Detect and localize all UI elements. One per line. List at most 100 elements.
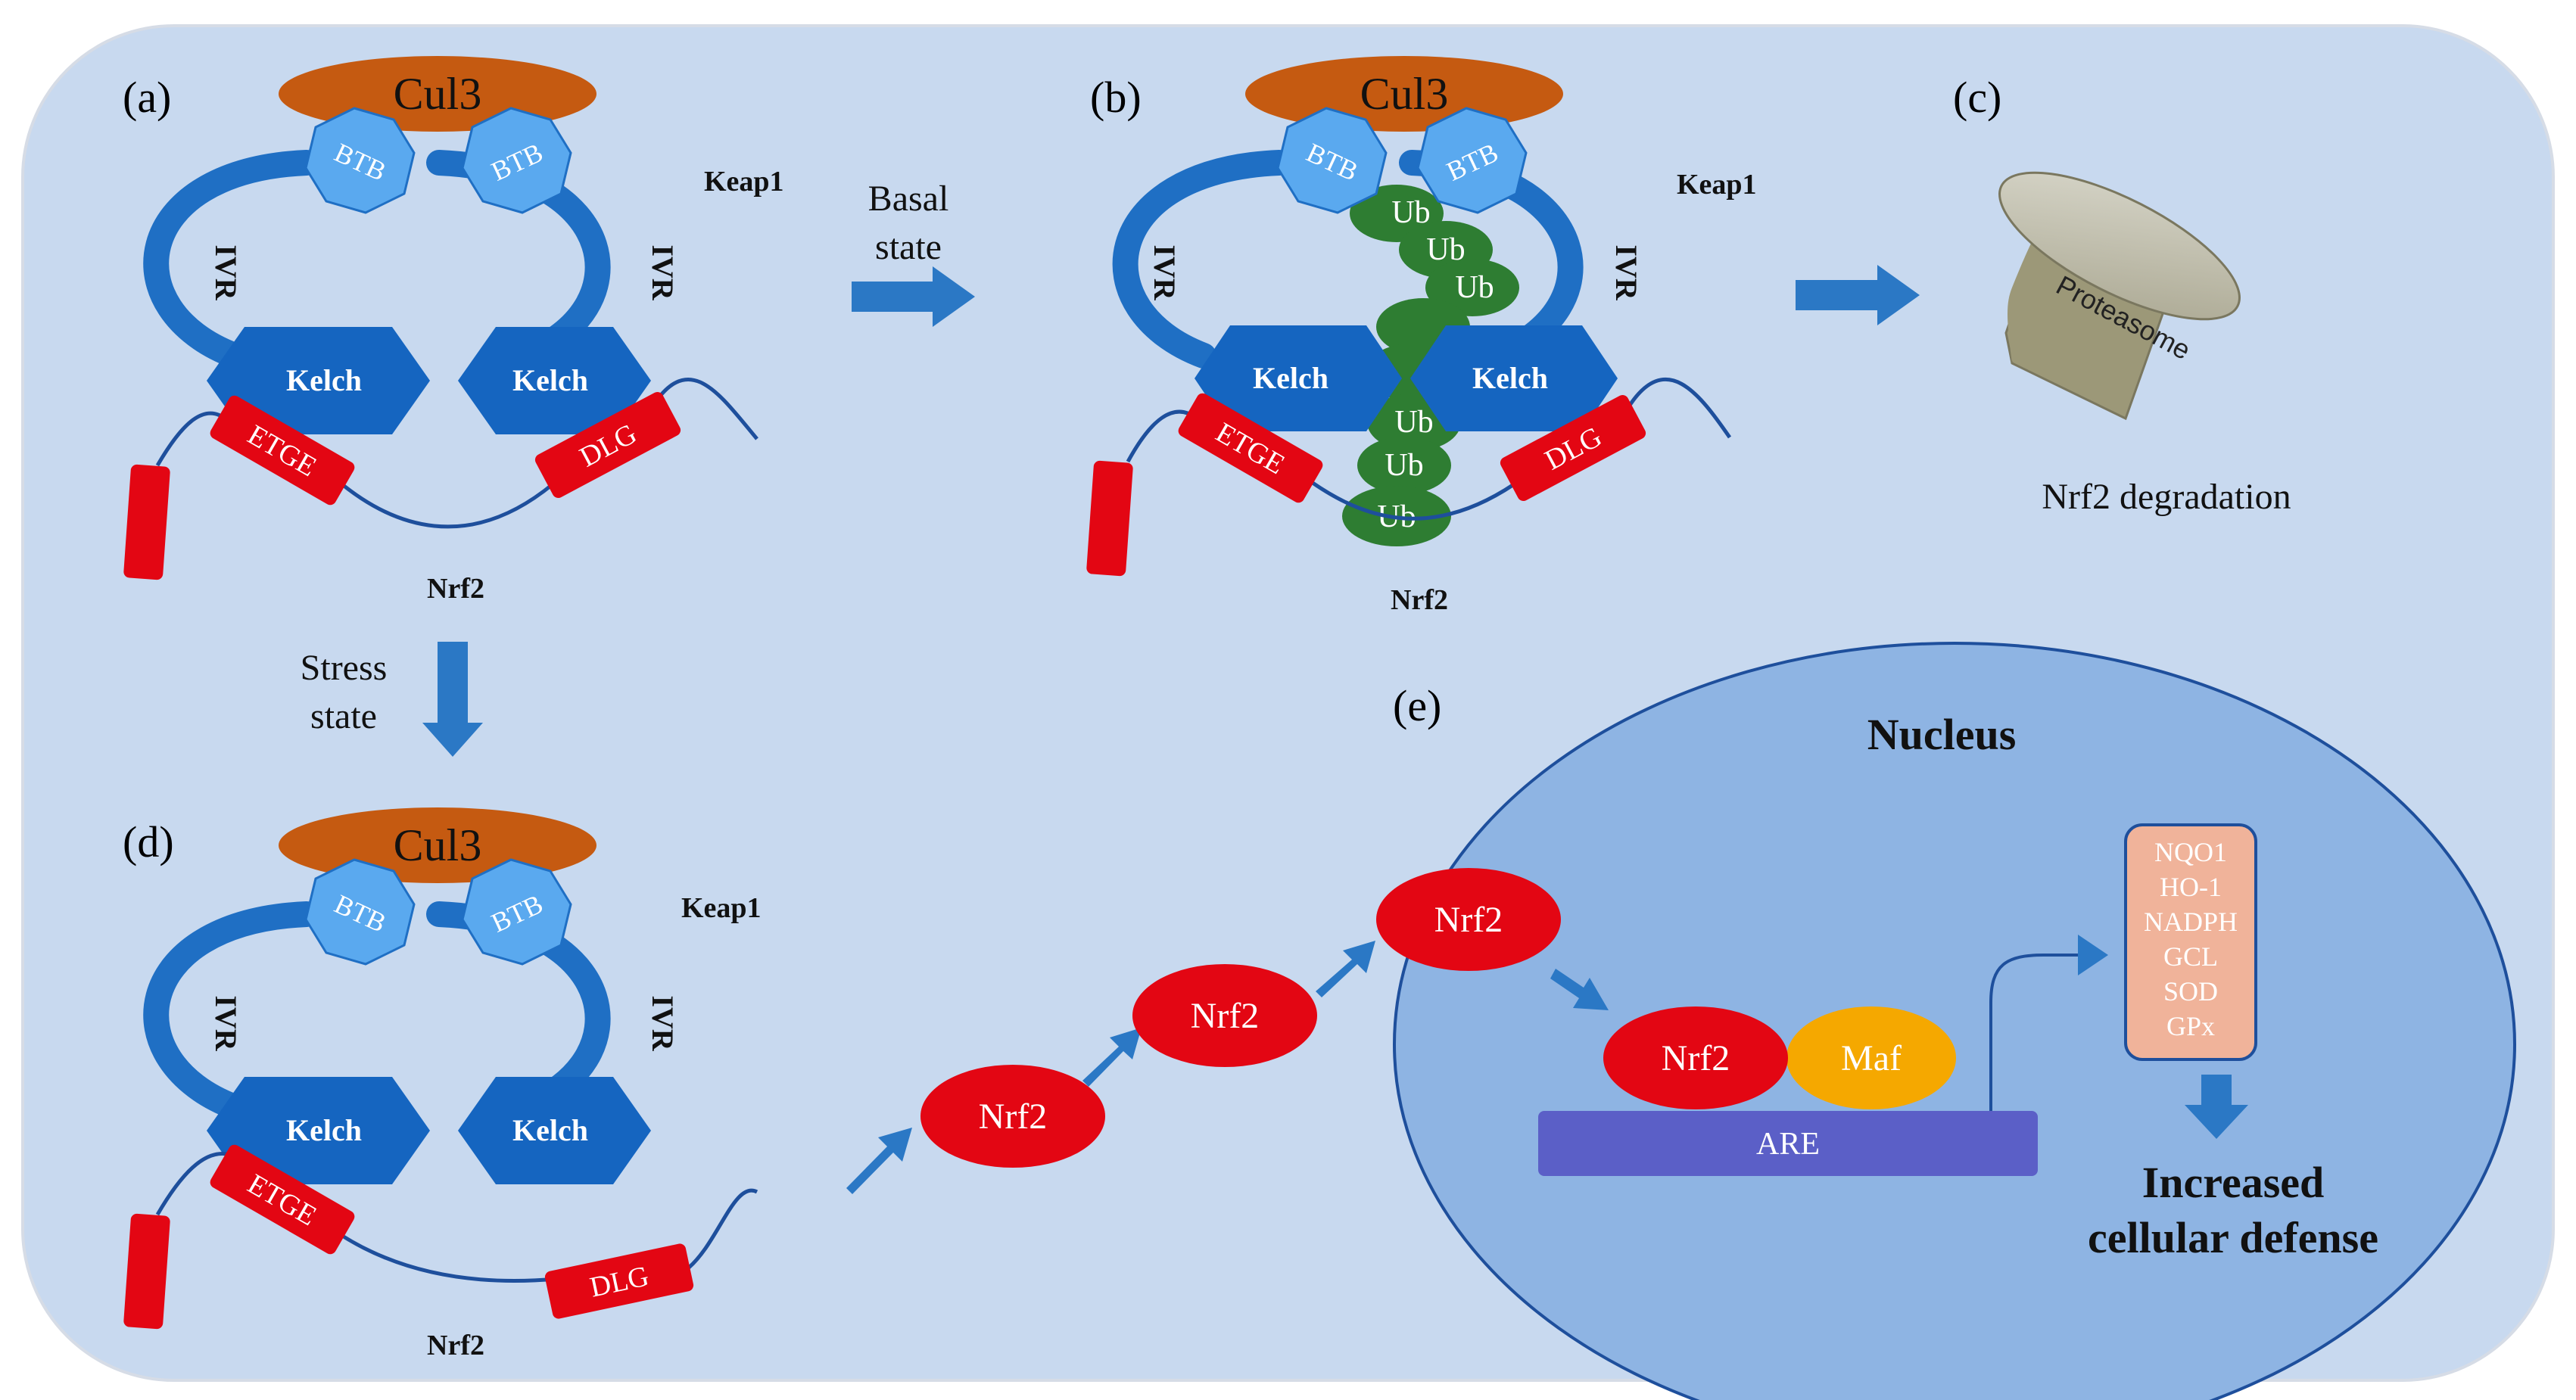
kelch-label-right: Kelch [512, 363, 588, 397]
proteasome-cylinder [1998, 171, 2241, 421]
nrf2-label: Nrf2 [1391, 584, 1448, 616]
nrf2-neh2-block [123, 1213, 170, 1330]
ivr-label-left: IVR [1148, 244, 1182, 300]
btb-domain-right [461, 107, 572, 214]
stress-label-line1: Stress [301, 648, 388, 688]
stress-label-line2: state [310, 696, 377, 736]
are-element [1538, 1111, 2038, 1176]
ubiquitin [1425, 259, 1519, 316]
kelch-label-left: Kelch [286, 1113, 362, 1147]
ivr-label-right: IVR [646, 995, 680, 1051]
ub-label: Ub [1385, 448, 1423, 483]
nrf2-label: Nrf2 [427, 1330, 484, 1361]
btb-domain-left [304, 107, 416, 214]
nrf2-bound-label: Nrf2 [1662, 1038, 1730, 1078]
translocation-arrow-3 [1316, 941, 1375, 997]
nrf2-free-label: Nrf2 [1191, 996, 1260, 1036]
nrf2-bound [1603, 1006, 1788, 1109]
kelch-domain-left [1195, 325, 1402, 431]
translocation-arrow-2 [1082, 1028, 1142, 1087]
ubiquitin [1357, 437, 1451, 494]
nrf2-neh2-block [123, 464, 170, 580]
target-gene-label: HO-1 [2160, 872, 2222, 902]
etge-motif: ETGE [1178, 393, 1323, 503]
basal-label-line2: state [875, 227, 942, 267]
panel-a: (a) Cul3 BTB BTB Keap1 IVR IVR Kelch Kel… [123, 56, 784, 605]
nucleus-label: Nucleus [1867, 710, 2017, 759]
outcome-line1: Increased [2142, 1158, 2325, 1207]
basal-arrow [852, 266, 975, 327]
keap1-label: Keap1 [681, 892, 762, 924]
target-gene-label: NADPH [2144, 907, 2238, 937]
cul3-label: Cul3 [394, 820, 482, 870]
ub-label: Ub [1394, 405, 1433, 440]
outcome-line2: cellular defense [2088, 1213, 2378, 1262]
kelch-domain-right [1410, 325, 1618, 431]
kelch-label-right: Kelch [512, 1113, 588, 1147]
etge-motif: ETGE [210, 395, 355, 506]
target-gene-label: SOD [2163, 976, 2218, 1006]
cul3-label: Cul3 [1360, 69, 1449, 119]
nrf2-nuclear-label: Nrf2 [1434, 900, 1503, 940]
panel-a-label: (a) [123, 73, 171, 122]
nrf2-label: Nrf2 [427, 573, 484, 605]
ivr-label-left: IVR [209, 244, 243, 300]
kelch-label-right: Kelch [1472, 361, 1548, 395]
ivr-label-left: IVR [209, 995, 243, 1051]
nrf2-free-label: Nrf2 [979, 1097, 1048, 1137]
panel-c: (c) Proteasome Nrf2 degradation [1953, 73, 2291, 517]
ub-label: Ub [1455, 270, 1494, 305]
keap1-label: Keap1 [704, 166, 784, 198]
nrf2-chain [155, 1151, 758, 1283]
transcription-line [1989, 954, 2078, 1111]
are-label: ARE [1756, 1127, 1820, 1162]
target-genes-box [2124, 823, 2257, 1061]
btb-domain-left [1276, 107, 1388, 214]
dlg-motif: DLG [544, 1243, 694, 1319]
stress-arrow [422, 642, 483, 757]
target-gene-label: NQO1 [2154, 837, 2227, 867]
stress-state-transition: Stress state [301, 642, 483, 757]
panel-b-label: (b) [1090, 73, 1142, 122]
maf-label: Maf [1841, 1038, 1902, 1078]
kelch-domain-right [458, 1077, 651, 1184]
panel-e: (e) Nucleus Nrf2 Nrf2 Nrf2 ARE Maf Nrf2 … [846, 642, 2516, 1400]
btb-domain-left [304, 858, 416, 966]
panel-b: (b) Cul3 Ub Ub Ub Ub Ub Ub BTB BTB Keap1… [1086, 56, 1757, 616]
ivr-label-right: IVR [646, 244, 680, 300]
kelch-domain-left [207, 327, 430, 434]
nrf2-free [920, 1065, 1105, 1168]
btb-domain-right [1416, 107, 1528, 214]
maf-protein [1786, 1006, 1956, 1109]
keap1-label: Keap1 [1677, 169, 1757, 201]
transcription-arrowhead [2078, 935, 2108, 975]
ivr-label-right: IVR [1609, 244, 1643, 300]
basal-label-line1: Basal [868, 179, 949, 219]
kelch-domain-right [458, 327, 651, 434]
ub-label: Ub [1391, 195, 1430, 230]
kelch-label-left: Kelch [286, 363, 362, 397]
nrf2-neh2-block [1086, 460, 1133, 577]
nrf2-chain [155, 378, 758, 529]
target-gene-label: GCL [2163, 941, 2218, 972]
panel-e-label: (e) [1393, 681, 1441, 730]
panel-c-label: (c) [1953, 73, 2001, 122]
kelch-domain-left [207, 1077, 430, 1184]
panel-d-label: (d) [123, 817, 174, 866]
defense-arrow [2185, 1075, 2248, 1139]
nrf2-degradation-caption: Nrf2 degradation [2042, 477, 2291, 517]
kelch-label-left: Kelch [1253, 361, 1328, 395]
cul3-label: Cul3 [394, 69, 482, 119]
basal-state-transition: Basal state [852, 179, 975, 327]
panel-d: (d) Cul3 BTB BTB Keap1 IVR IVR Kelch Kel… [123, 807, 762, 1361]
target-gene-label: GPx [2166, 1011, 2215, 1041]
binding-arrow [1550, 969, 1609, 1010]
translocation-arrow-1 [846, 1128, 912, 1194]
degradation-arrow [1796, 265, 1920, 325]
nrf2-free [1132, 964, 1317, 1067]
btb-domain-right [461, 858, 572, 966]
nrf2-nuclear [1376, 868, 1561, 971]
ub-label: Ub [1426, 232, 1465, 267]
